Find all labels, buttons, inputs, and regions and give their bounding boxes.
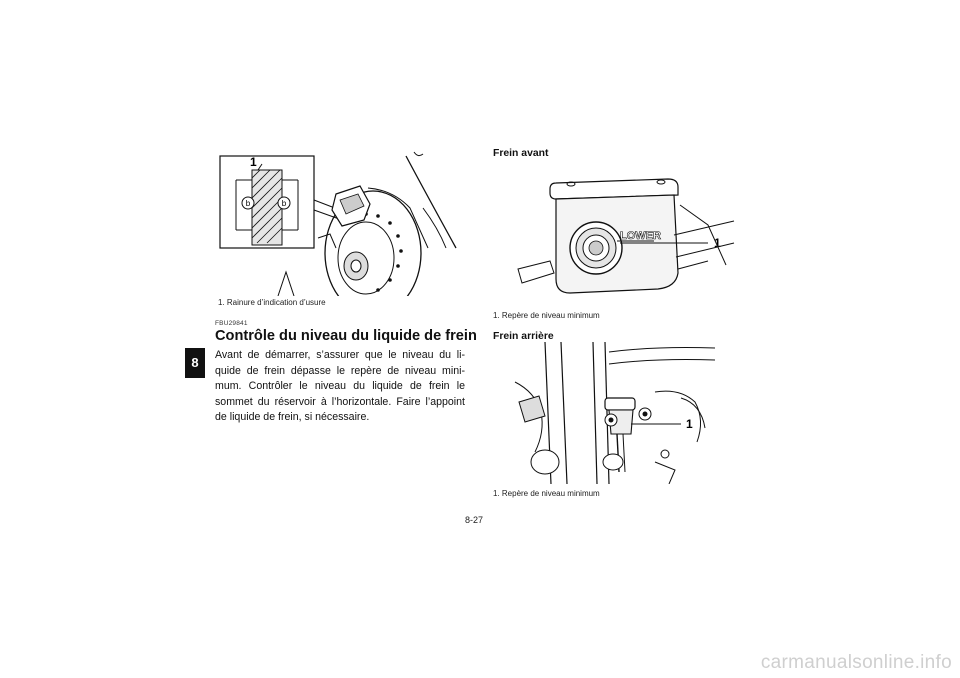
brake-pad-caption: 1. Rainure d’indication d’usure [218, 298, 326, 307]
watermark[interactable]: carmanualsonline.info [760, 652, 952, 673]
front-brake-reservoir-illustration: LOWER 1 [517, 178, 735, 294]
brake-pad-callout: 1 [250, 155, 257, 169]
brake-pad-figure: b b 1 [218, 148, 468, 296]
svg-text:b: b [282, 199, 287, 208]
reservoir-lower-mark: LOWER [620, 230, 661, 242]
brake-pad-wear-indicator-illustration: b b 1 [219, 151, 457, 296]
section-code: FBU29841 [215, 320, 248, 327]
chapter-tab: 8 [185, 348, 205, 378]
front-brake-callout: 1 [714, 236, 721, 250]
svg-text:b: b [246, 199, 251, 208]
front-brake-caption: 1. Repère de niveau minimum [493, 311, 600, 320]
rear-brake-reservoir-illustration: 1 [514, 342, 716, 484]
rear-brake-heading: Frein arrière [493, 331, 554, 342]
front-brake-heading: Frein avant [493, 148, 549, 159]
front-brake-figure: LOWER 1 [508, 165, 736, 305]
section-body: Avant de démarrer, s’assurer que le nive… [215, 349, 465, 423]
rear-brake-callout: 1 [686, 417, 693, 431]
page-number: 8-27 [465, 515, 484, 525]
rear-brake-figure: 1 [505, 342, 725, 484]
section-title: Contrôle du niveau du liquide de frein [215, 328, 477, 344]
rear-brake-caption: 1. Repère de niveau minimum [493, 489, 600, 498]
